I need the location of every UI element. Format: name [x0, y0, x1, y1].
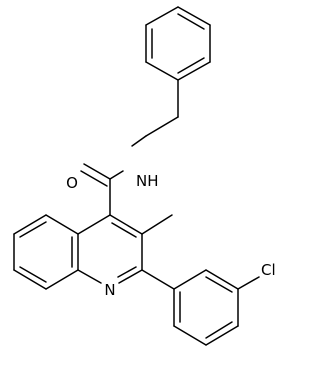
phenyl-ring	[145, 6, 211, 81]
bond	[177, 6, 211, 26]
bond	[77, 269, 102, 284]
bond	[131, 135, 147, 147]
chlorophenyl-ring	[141, 269, 260, 346]
aromatic-bond	[111, 222, 137, 238]
ring-nitrogen-label: N	[104, 281, 115, 299]
aromatic-bond	[205, 321, 233, 339]
bond	[205, 269, 239, 290]
bond	[13, 269, 47, 290]
carbonyl-bond	[80, 170, 108, 187]
bond	[145, 61, 179, 81]
chlorine-bond	[237, 276, 260, 290]
bond	[13, 214, 47, 235]
bond	[145, 6, 179, 26]
bond	[141, 269, 175, 290]
aromatic-bond	[177, 13, 205, 30]
bond	[118, 269, 143, 284]
aromatic-bond	[117, 266, 137, 278]
bond	[173, 325, 207, 346]
bond	[173, 269, 207, 290]
bond	[109, 170, 124, 180]
bond	[109, 214, 143, 235]
bond	[45, 214, 79, 235]
bond	[177, 61, 211, 81]
methyl-bond	[141, 214, 173, 235]
oxygen-label: O	[66, 174, 78, 192]
amide-group	[80, 163, 124, 216]
aromatic-bond	[177, 57, 205, 74]
quinoline-benzo-ring	[13, 214, 79, 290]
chemical-structure-diagram: O NH N Cl	[13, 6, 276, 346]
quinoline-pyridine-ring	[77, 214, 143, 284]
chlorine-label: Cl	[261, 261, 276, 279]
aromatic-bond	[19, 221, 47, 238]
bond	[77, 214, 111, 235]
bond	[205, 325, 239, 346]
ethyl-linker	[131, 79, 179, 147]
carbonyl-bond	[83, 163, 111, 180]
aromatic-bond	[205, 276, 233, 293]
bond	[145, 116, 179, 137]
amide-nitrogen-label: NH	[136, 172, 159, 190]
bond	[45, 269, 79, 290]
aromatic-bond	[19, 266, 47, 283]
